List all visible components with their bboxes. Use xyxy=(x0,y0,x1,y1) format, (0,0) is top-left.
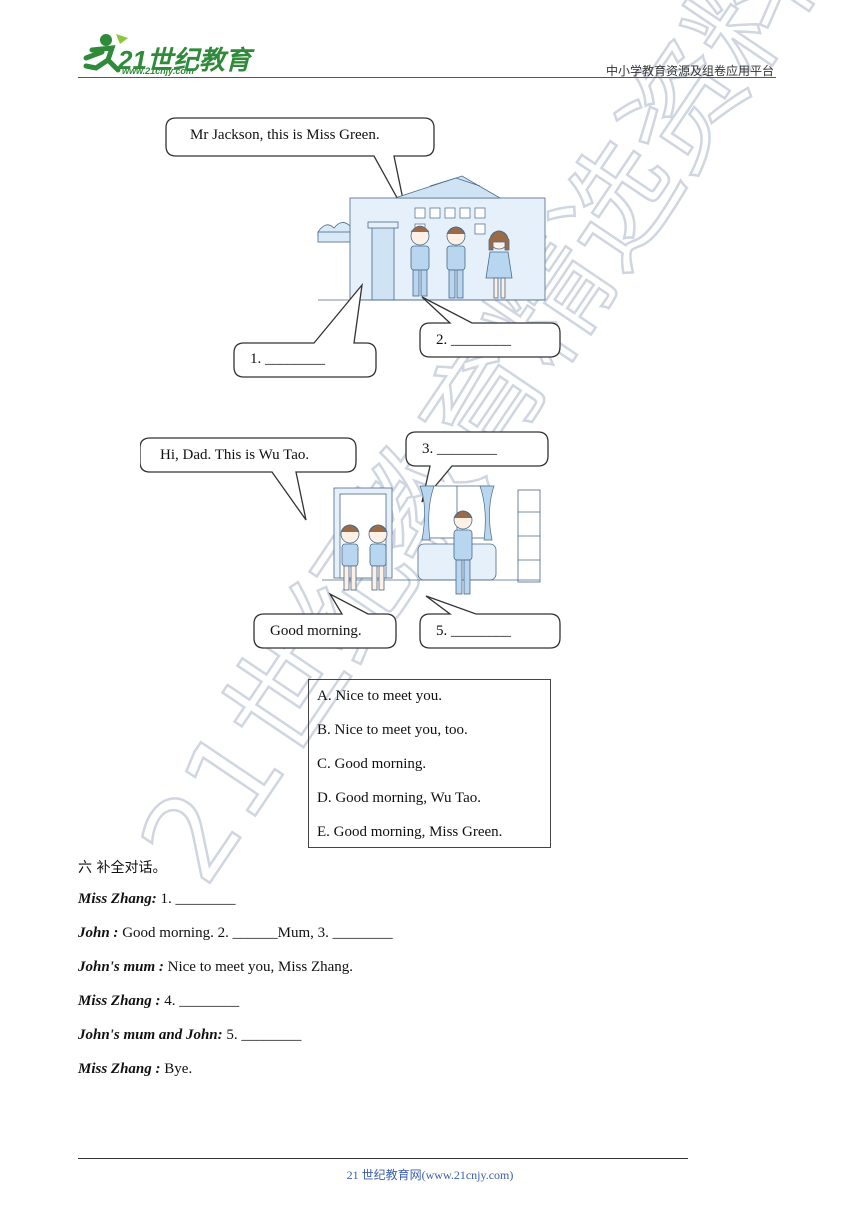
dialogue-line: John's mum : Nice to meet you, Miss Zhan… xyxy=(78,959,353,976)
speech-bubble-3 xyxy=(405,431,549,503)
footer-divider xyxy=(78,1158,688,1159)
speech-bubble-5 xyxy=(419,595,561,649)
footer-text: 21 世纪教育网(www.21cnjy.com) xyxy=(346,1168,514,1182)
dialogue-text: 1. ________ xyxy=(156,891,236,907)
bubble-2-text: 2. ________ xyxy=(436,332,511,348)
home-scene-illustration xyxy=(140,431,561,649)
runner-logo-icon xyxy=(83,34,128,73)
dialogue-line: Miss Zhang : Bye. xyxy=(78,1061,192,1078)
speech-bubble-left xyxy=(140,437,357,521)
option-a: A. Nice to meet you. xyxy=(317,688,442,704)
option-c: C. Good morning. xyxy=(317,756,427,772)
dialogue-text: 4. ________ xyxy=(160,993,240,1009)
dialogue-line: John's mum and John: 5. ________ xyxy=(78,1027,301,1044)
dialogue-line: Miss Zhang: 1. ________ xyxy=(78,891,236,908)
bubble-left-text: Hi, Dad. This is Wu Tao. xyxy=(160,447,310,463)
dialogue-line: Miss Zhang : 4. ________ xyxy=(78,993,239,1010)
option-e: E. Good morning, Miss Green. xyxy=(317,824,503,840)
person-wu-tao xyxy=(368,524,388,591)
site-logo xyxy=(72,30,242,80)
logo-url: www.21cnjy.com xyxy=(122,66,194,76)
person-miss-green xyxy=(485,230,513,299)
person-teacher xyxy=(446,226,466,299)
speech-bubble-top xyxy=(165,117,435,215)
speech-bubble-1 xyxy=(233,282,377,378)
bubble-1-text: 1. ________ xyxy=(250,351,325,367)
options-box: A. Nice to meet you. B. Nice to meet you… xyxy=(308,679,551,848)
header-tagline: 中小学教育资源及组卷应用平台 xyxy=(605,64,774,78)
dialogue-text: 5. ________ xyxy=(222,1027,302,1043)
option-d: D. Good morning, Wu Tao. xyxy=(317,790,482,806)
dialogue-text: Nice to meet you, Miss Zhang. xyxy=(163,959,354,975)
bubble-3-text: 3. ________ xyxy=(422,441,497,457)
speech-bubble-2 xyxy=(419,296,561,358)
speaker: Miss Zhang : xyxy=(78,993,161,1009)
speaker: John's mum : xyxy=(78,959,164,975)
bubble-good-morning-text: Good morning. xyxy=(270,623,362,639)
option-b: B. Nice to meet you, too. xyxy=(317,722,468,738)
speaker: Miss Zhang : xyxy=(78,1061,161,1077)
dialogue-line: John : Good morning. 2. ______Mum, 3. __… xyxy=(78,925,393,942)
section-title: 六 补全对话。 xyxy=(78,860,167,876)
header-divider xyxy=(78,77,776,78)
bubble-top-text: Mr Jackson, this is Miss Green. xyxy=(190,127,380,143)
dialogue-text: Bye. xyxy=(160,1061,193,1077)
person-boy-1 xyxy=(340,524,360,591)
speech-bubble-good-morning xyxy=(253,592,397,649)
speaker: John : xyxy=(78,925,119,941)
logo-text: 21世纪教育 xyxy=(118,45,251,75)
speaker: John's mum and John: xyxy=(78,1027,223,1043)
person-dad xyxy=(453,510,473,595)
school-scene-illustration xyxy=(165,117,561,378)
dialogue-text: Good morning. 2. ______Mum, 3. ________ xyxy=(118,925,393,941)
speaker: Miss Zhang: xyxy=(78,891,157,907)
bubble-5-text: 5. ________ xyxy=(436,623,511,639)
person-mr-jackson xyxy=(410,225,430,297)
